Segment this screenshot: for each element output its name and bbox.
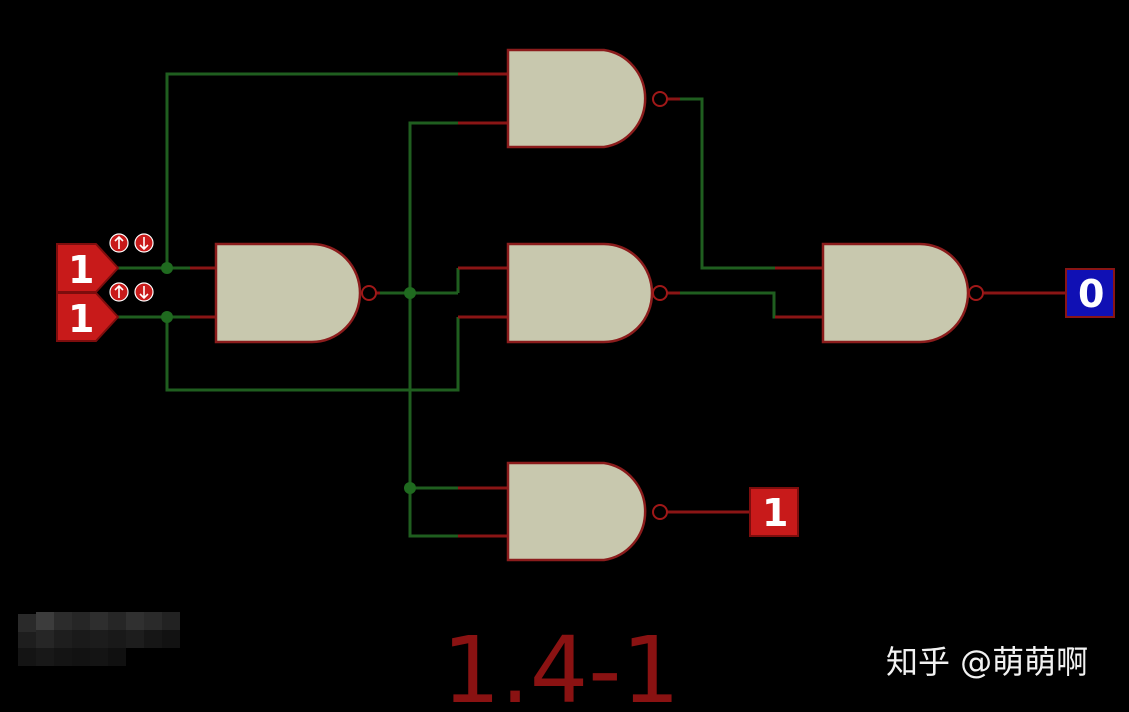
blur-cell xyxy=(36,648,54,666)
blur-cell xyxy=(126,630,144,648)
nand-gate-icon xyxy=(214,242,362,344)
output-top-value: 0 xyxy=(1078,272,1104,316)
nand-gate-5[interactable] xyxy=(821,242,984,344)
blur-cell xyxy=(90,630,108,648)
input-a-value: 1 xyxy=(68,248,94,292)
blur-cell xyxy=(54,648,72,666)
inversion-bubble xyxy=(361,285,377,301)
blur-cell xyxy=(90,612,108,630)
blur-cell xyxy=(18,614,36,632)
output-probe-top[interactable]: 0 xyxy=(1065,268,1115,318)
blur-cell xyxy=(54,630,72,648)
inversion-bubble xyxy=(652,504,668,520)
nand-gate-icon xyxy=(506,48,647,149)
arrow-down xyxy=(139,286,149,300)
inversion-bubble xyxy=(652,91,668,107)
figure-label: 1.4-1 xyxy=(442,617,680,712)
wire-b-to-gate3-in2 xyxy=(165,317,460,392)
blur-cell xyxy=(36,612,54,630)
arrow-up xyxy=(114,284,124,298)
output-bottom-value: 1 xyxy=(762,491,788,535)
output-probe-bottom[interactable]: 1 xyxy=(749,487,799,537)
blur-cell xyxy=(108,612,126,630)
blur-cell xyxy=(144,612,162,630)
blur-cell xyxy=(72,630,90,648)
wire-gate3-to-gate5 xyxy=(678,291,790,319)
falling-edge-button-b[interactable] xyxy=(134,282,154,302)
nand-gate-4[interactable] xyxy=(506,461,668,562)
rising-edge-button-a[interactable] xyxy=(109,233,129,253)
blur-cell xyxy=(108,648,126,666)
output-probe-body xyxy=(749,487,799,537)
input-terminal-body xyxy=(56,243,120,293)
inversion-bubble xyxy=(968,285,984,301)
watermark: 知乎 @萌萌啊 xyxy=(886,643,1088,681)
wire-a-to-gate2-in1 xyxy=(165,72,458,268)
input-b-toggle-buttons xyxy=(109,282,154,302)
nand-gate-icon xyxy=(821,242,970,344)
junction-dot xyxy=(161,311,173,323)
inversion-bubble xyxy=(652,285,668,301)
blur-cell xyxy=(108,630,126,648)
junction-dot xyxy=(404,482,416,494)
blur-cell xyxy=(72,612,90,630)
input-b-value: 1 xyxy=(68,297,94,341)
blur-cell xyxy=(144,630,162,648)
junction-dot xyxy=(161,262,173,274)
blur-cell xyxy=(18,632,36,648)
nand-gate-3[interactable] xyxy=(506,242,668,344)
junctions xyxy=(161,262,416,494)
nand-gate-icon xyxy=(506,461,647,562)
rising-edge-button-b[interactable] xyxy=(109,282,129,302)
blur-cell xyxy=(162,630,180,648)
blur-cell xyxy=(36,630,54,648)
input-a-toggle-buttons xyxy=(109,233,154,253)
blur-cell xyxy=(18,648,36,666)
arrow-down xyxy=(139,237,149,251)
nand-gate-2[interactable] xyxy=(506,48,668,149)
signal-wires xyxy=(118,72,790,538)
blur-cell xyxy=(54,612,72,630)
falling-edge-button-a[interactable] xyxy=(134,233,154,253)
gate-pin-leads xyxy=(190,72,1066,538)
arrow-up xyxy=(114,235,124,249)
nand-gate-icon xyxy=(506,242,654,344)
input-terminal-a[interactable]: 1 xyxy=(56,243,120,293)
blur-cell xyxy=(90,648,108,666)
blur-cell xyxy=(126,612,144,630)
blur-cell xyxy=(162,612,180,630)
wire-bus-up xyxy=(408,121,458,293)
pixelated-region xyxy=(18,612,180,666)
output-probe-body xyxy=(1065,268,1115,318)
input-terminal-body xyxy=(56,292,120,342)
wire-gate2-to-gate5 xyxy=(678,97,775,270)
blur-cell xyxy=(72,648,90,666)
nand-gate-1[interactable] xyxy=(214,242,377,344)
junction-dot xyxy=(404,287,416,299)
wire-bus-down xyxy=(408,293,458,538)
input-terminal-b[interactable]: 1 xyxy=(56,292,120,342)
